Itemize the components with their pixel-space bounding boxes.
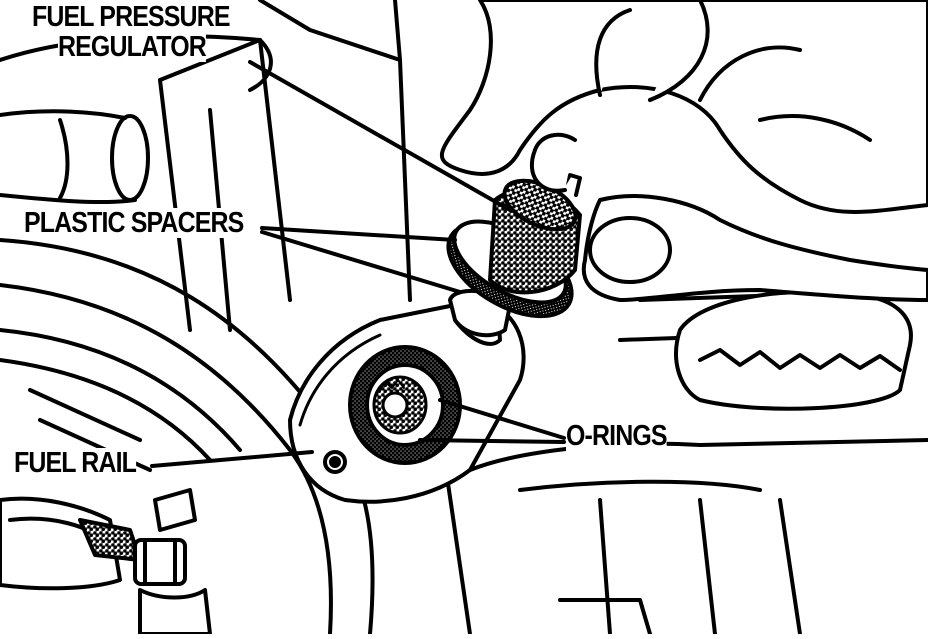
leader-oring-top — [438, 398, 566, 440]
leader-oring-bottom — [418, 438, 566, 444]
leader-fuel-rail — [150, 450, 314, 468]
filler-cap — [674, 289, 913, 411]
label-fuel-pressure-regulator-line1: FUEL PRESSURE — [32, 1, 230, 33]
leader-lines — [150, 60, 566, 468]
hand — [439, 0, 928, 302]
label-fuel-pressure-regulator-line2: REGULATOR — [58, 31, 207, 63]
left-hose — [0, 109, 150, 205]
hose-clamp — [0, 488, 212, 636]
label-fuel-rail: FUEL RAIL — [14, 447, 137, 479]
regulator-bore — [348, 345, 462, 465]
leader-regulator — [248, 60, 512, 212]
label-o-rings: O-RINGS — [566, 420, 668, 452]
leader-spacer-top — [260, 226, 457, 242]
label-plastic-spacers: PLASTIC SPACERS — [24, 207, 244, 239]
leader-spacer-bottom — [260, 230, 462, 294]
fuel-pressure-regulator — [446, 173, 582, 346]
wiring-harness — [0, 238, 375, 636]
